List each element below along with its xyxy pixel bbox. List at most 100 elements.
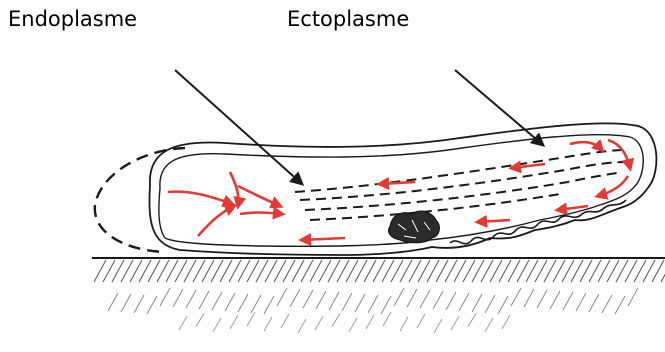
flow-arrow [302,238,345,240]
hatch-stroke [292,260,304,282]
hatch-stroke [342,293,352,311]
hatch-stroke [315,316,323,330]
hatch-stroke [537,290,547,308]
flow-arrow [168,192,232,204]
hatch-stroke [355,260,367,282]
hatch-stroke [607,260,619,282]
hatch-stroke [264,317,272,331]
hatch-stroke [580,260,592,282]
hatch-stroke [472,260,484,282]
hatch-stroke [213,318,221,332]
hatch-stroke [420,290,430,308]
hatch-stroke [251,295,261,313]
hatch-stroke [202,260,214,282]
hatch-stroke [139,260,151,282]
hatch-stroke [265,260,277,282]
hatch-stroke [147,296,157,314]
hatch-stroke [175,260,187,282]
hatch-stroke [319,260,331,282]
hatch-stroke [446,292,456,310]
hatch-stroke [274,260,286,282]
hatch-stroke [256,260,268,282]
hatch-stroke [463,260,475,282]
hatch-stroke [381,296,391,314]
hatch-stroke [94,260,106,282]
hatch-stroke [433,291,443,309]
hatch-stroke [634,260,646,282]
hatch-stroke [508,260,520,282]
hatch-stroke [148,260,160,282]
hatch-stroke [407,289,417,307]
hatch-stroke [481,260,493,282]
hatch-stroke [485,295,495,313]
flow-arrow [380,182,415,184]
hatch-stroke [290,289,300,307]
hatch-stroke [368,295,378,313]
hatch-stroke [366,315,374,329]
hatch-stroke [349,318,357,332]
hatch-stroke [383,312,391,326]
hatch-stroke [225,293,235,311]
hatch-stroke [184,260,196,282]
hatch-stroke [298,319,306,333]
hatch-stroke [160,288,170,306]
hatch-stroke [108,293,118,311]
hatch-stroke [628,288,638,306]
flow-arrow [598,176,628,196]
hatch-stroke [134,295,144,313]
hatch-stroke [400,317,408,331]
hatch-stroke [103,260,115,282]
hatch-stroke [355,294,365,312]
hatch-stroke [310,260,322,282]
hatch-stroke [517,260,529,282]
hatch-stroke [112,260,124,282]
hatch-stroke [562,260,574,282]
hatch-stroke [524,289,534,307]
endoplasm-pointer [175,70,302,184]
ectoplasm-pointer [455,70,543,145]
hatch-stroke [382,260,394,282]
flow-arrow [198,206,234,236]
hatch-stroke [238,260,250,282]
hatch-stroke [498,296,508,314]
hatch-stroke [277,288,287,306]
hatch-stroke [238,294,248,312]
hatch-stroke [373,260,385,282]
hatch-stroke [616,260,628,282]
hatch-stroke [157,260,169,282]
hatch-stroke [553,260,565,282]
hatch-stroke [179,316,187,330]
flow-arrow [608,140,630,168]
hatch-stroke [328,260,340,282]
hatch-stroke [193,260,205,282]
hatch-stroke [247,260,259,282]
flow-arrow [240,213,282,215]
hatch-stroke [615,296,625,314]
hatch-stroke [247,312,255,326]
hatch-stroke [196,313,204,327]
hatch-stroke [264,296,274,314]
hatch-stroke [468,313,476,327]
hatch-stroke [643,260,655,282]
hatch-stroke [451,316,459,330]
hatch-stroke [211,260,223,282]
hatch-stroke [427,260,439,282]
hatch-stroke [502,315,510,329]
hatch-stroke [576,293,586,311]
hatch-stroke [130,260,142,282]
hatch-stroke [544,260,556,282]
hatch-stroke [364,260,376,282]
endoplasm-stream-lines [295,150,625,220]
hatch-stroke [283,260,295,282]
flow-arrow [512,164,545,168]
hatch-stroke [434,319,442,333]
hatch-stroke [598,260,610,282]
hatch-stroke [652,260,664,282]
hatch-stroke [186,290,196,308]
hatch-stroke [417,314,425,328]
hatch-stroke [436,260,448,282]
hatch-stroke [394,288,404,306]
hatch-stroke [166,260,178,282]
